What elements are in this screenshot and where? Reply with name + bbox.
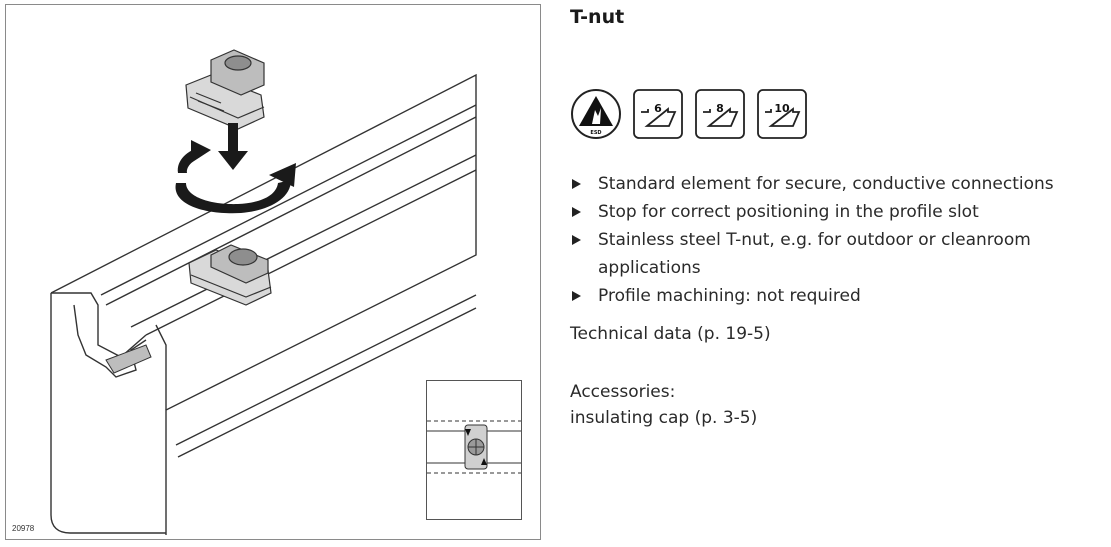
- feature-list: Standard element for secure, conductive …: [570, 170, 1100, 310]
- slot-10-icon: 10: [756, 88, 808, 140]
- bullet-triangle-icon: [572, 235, 581, 245]
- list-item: Stop for correct positioning in the prof…: [570, 198, 1100, 226]
- accessory-link[interactable]: insulating cap (p. 3-5): [570, 408, 758, 428]
- esd-label: ESD: [590, 130, 601, 136]
- accessories-heading: Accessories:: [570, 382, 676, 402]
- slot-6-label: 6: [654, 102, 662, 115]
- top-view-inset: [426, 380, 522, 520]
- profile-drawing: [50, 49, 477, 535]
- slot-10-label: 10: [774, 102, 790, 115]
- list-item: Standard element for secure, conductive …: [570, 170, 1100, 198]
- technical-data-link[interactable]: Technical data (p. 19-5): [570, 324, 771, 344]
- page-title: T-nut: [570, 6, 625, 28]
- product-illustration: 20978: [5, 4, 541, 540]
- figure-number: 20978: [12, 524, 35, 533]
- bullet-triangle-icon: [572, 179, 581, 189]
- bullet-triangle-icon: [572, 207, 581, 217]
- slot-8-icon: 8: [694, 88, 746, 140]
- slot-8-label: 8: [716, 102, 724, 115]
- slot-top-view: [427, 420, 521, 474]
- list-item: Profile machining: not required: [570, 282, 1100, 310]
- slot-6-icon: 6: [632, 88, 684, 140]
- esd-icon: ESD: [570, 88, 622, 140]
- feature-icons: ESD 6 8 10: [570, 88, 808, 144]
- bullet-triangle-icon: [572, 291, 581, 301]
- list-item: Stainless steel T-nut, e.g. for outdoor …: [570, 226, 1100, 282]
